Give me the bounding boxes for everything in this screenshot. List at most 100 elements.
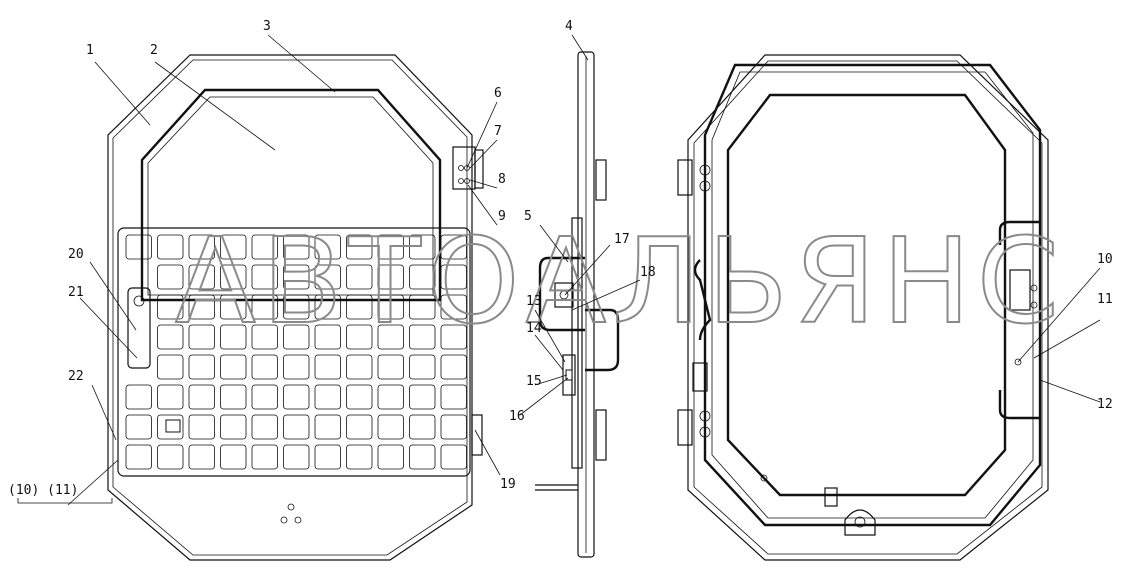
callout-17: 17 [614, 232, 630, 247]
grid-cell [251, 444, 278, 470]
grid-cell [157, 324, 184, 350]
grid-cell [157, 414, 184, 440]
grid-cell [220, 384, 247, 410]
grid-cell [314, 354, 341, 380]
grid-cell [377, 264, 404, 290]
grid-cell [188, 354, 215, 380]
callout-19: 19 [500, 477, 516, 492]
grid-cell [220, 264, 247, 290]
grid-cell [283, 414, 310, 440]
grid-cell [346, 324, 373, 350]
grid-cell [220, 294, 247, 320]
grid-cell [125, 384, 152, 410]
grid-cell [251, 384, 278, 410]
grid-cell [346, 264, 373, 290]
callout-13: 13 [526, 294, 542, 309]
callout-2: 2 [150, 43, 158, 58]
grid-cell [188, 234, 215, 260]
grid-cell [409, 444, 436, 470]
grid-cell [220, 444, 247, 470]
grid-cell [409, 294, 436, 320]
grid-cell [220, 234, 247, 260]
grid-cell [440, 294, 467, 320]
grid-cell [251, 354, 278, 380]
grid-cell [188, 264, 215, 290]
grid-cell [440, 384, 467, 410]
grid-cell [346, 234, 373, 260]
grid-cell [377, 294, 404, 320]
callout-20: 20 [68, 247, 84, 262]
grid-cell [346, 294, 373, 320]
grid-cell [377, 234, 404, 260]
grid-cell [314, 264, 341, 290]
grid-cells [125, 234, 467, 470]
grid-cell [314, 384, 341, 410]
grid-cell [409, 324, 436, 350]
watermark-text: АВТОАЛЬЯНС [175, 212, 1065, 350]
grid-cell [283, 384, 310, 410]
grid-cell [157, 234, 184, 260]
grid-cell [409, 384, 436, 410]
callout-15: 15 [526, 374, 542, 389]
grid-cell [251, 264, 278, 290]
callout-22: 22 [68, 369, 84, 384]
grid-cell [157, 294, 184, 320]
grid-cell [251, 234, 278, 260]
callout-3: 3 [263, 19, 271, 34]
grid-cell [220, 414, 247, 440]
callout-14: 14 [526, 321, 542, 336]
grid-cell [440, 234, 467, 260]
callout-9: 9 [498, 209, 506, 224]
grid-cell [188, 324, 215, 350]
grid-cell [409, 414, 436, 440]
grid-cell [346, 414, 373, 440]
grid-cell [125, 414, 152, 440]
grid-cell [377, 384, 404, 410]
grid-cell [188, 444, 215, 470]
grid-cell [314, 234, 341, 260]
callout-7: 7 [494, 124, 502, 139]
callout-10-11-group: (10) (11) [8, 483, 78, 498]
grid-cell [440, 264, 467, 290]
callout-1: 1 [86, 43, 94, 58]
grid-cell [377, 324, 404, 350]
grid-cell [125, 234, 152, 260]
callout-18: 18 [640, 265, 656, 280]
grid-cell [125, 444, 152, 470]
grid-cell [220, 354, 247, 380]
grid-cell [346, 444, 373, 470]
grid-cell [283, 264, 310, 290]
grid-cell [188, 294, 215, 320]
grid-cell [377, 444, 404, 470]
callout-10: 10 [1097, 252, 1113, 267]
grid-cell [157, 384, 184, 410]
door-rear-view [677, 54, 1049, 561]
grid-cell [283, 354, 310, 380]
grid-cell [346, 354, 373, 380]
callout-5: 5 [524, 209, 532, 224]
door-front-view [107, 54, 484, 561]
grid-cell [220, 324, 247, 350]
callout-12: 12 [1097, 397, 1113, 412]
grid-cell [251, 294, 278, 320]
callout-numbers: 1 2 3 4 5 6 7 8 9 10 11 12 13 14 15 16 1… [8, 19, 1113, 498]
grid-cell [409, 234, 436, 260]
callout-4: 4 [565, 19, 573, 34]
grid-cell [440, 444, 467, 470]
grid-cell [440, 354, 467, 380]
grid-cell [251, 324, 278, 350]
callout-8: 8 [498, 172, 506, 187]
callout-16: 16 [509, 409, 525, 424]
grid-cell [314, 444, 341, 470]
grid-cell [314, 294, 341, 320]
grid-cell [377, 354, 404, 380]
grid-cell [409, 354, 436, 380]
grid-cell [283, 444, 310, 470]
grid-cell [188, 384, 215, 410]
grid-cell [157, 354, 184, 380]
grid-cell [377, 414, 404, 440]
grid-cell [283, 234, 310, 260]
callout-11: 11 [1097, 292, 1113, 307]
